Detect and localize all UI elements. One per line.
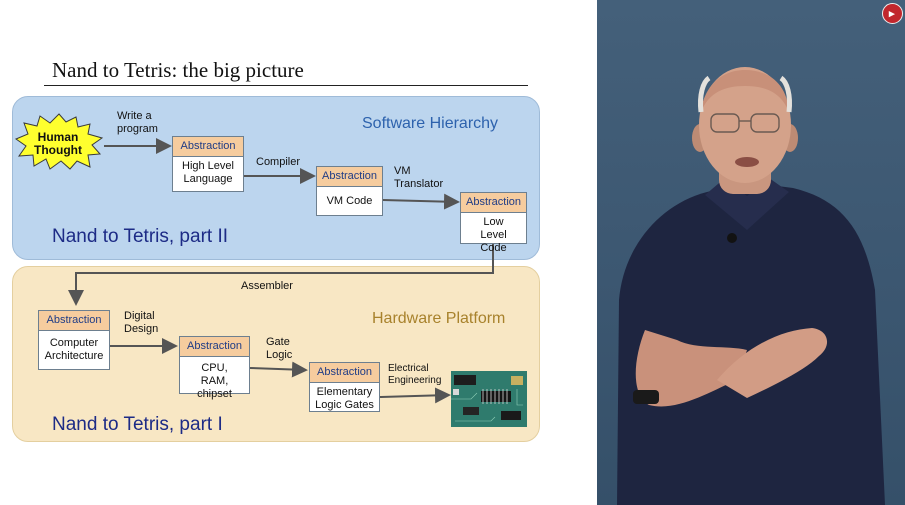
channel-logo-icon[interactable]: ▸ <box>882 3 903 24</box>
arrow-assembler <box>68 244 494 306</box>
vm-code-label: VM Code <box>326 195 373 207</box>
arrow-gate-logic <box>249 361 308 378</box>
high-level-language-label: High Level Language <box>182 160 234 185</box>
presenter-video: ▸ <box>597 0 905 505</box>
title-underline <box>44 85 528 86</box>
arrow-vm-translator <box>382 193 460 210</box>
abstraction-header: Abstraction <box>180 337 249 357</box>
low-level-code-label: Low Level Code <box>480 216 507 254</box>
write-program-label: Write a program <box>117 110 158 135</box>
abstraction-header: Abstraction <box>461 193 526 213</box>
digital-design-label: Digital Design <box>124 310 159 335</box>
box-computer-architecture: Abstraction Computer Architecture <box>38 310 110 370</box>
flow-arrows <box>68 138 494 404</box>
abstraction-header: Abstraction <box>39 311 109 331</box>
part-one-label: Nand to Tetris, part I <box>52 414 223 435</box>
part-two-label: Nand to Tetris, part II <box>52 226 229 247</box>
vm-translator-label: VM Translator <box>394 165 444 190</box>
computer-architecture-label: Computer Architecture <box>44 337 104 362</box>
compiler-label: Compiler <box>256 156 301 168</box>
box-elementary-logic-gates: Abstraction Elementary Logic Gates <box>309 362 380 412</box>
cpu-ram-chipset-label: CPU, RAM, chipset <box>197 362 232 400</box>
box-vm-code: Abstraction VM Code <box>316 166 383 216</box>
human-thought-label: Human Thought <box>34 130 82 157</box>
hardware-platform-title: Hardware Platform <box>372 310 506 327</box>
abstraction-header: Abstraction <box>317 167 382 187</box>
arrow-electrical <box>379 387 451 404</box>
electrical-engineering-label: Electrical Engineering <box>388 363 442 386</box>
abstraction-header: Abstraction <box>310 363 379 383</box>
abstraction-header: Abstraction <box>173 137 243 157</box>
assembler-label: Assembler <box>241 280 293 292</box>
box-cpu-ram-chipset: Abstraction CPU, RAM, chipset <box>179 336 250 400</box>
software-panel <box>12 96 540 260</box>
lecture-slide: Nand to Tetris: the big picture Software… <box>12 58 540 442</box>
chip-circuit-image <box>451 371 527 427</box>
gate-logic-label: Gate Logic <box>266 336 293 361</box>
software-hierarchy-title: Software Hierarchy <box>362 115 499 132</box>
slide-title: Nand to Tetris: the big picture <box>52 58 304 82</box>
box-high-level-language: Abstraction High Level Language <box>172 136 244 192</box>
human-thought-burst <box>14 113 104 170</box>
presenter-figure <box>617 67 885 505</box>
box-low-level-code: Abstraction Low Level Code <box>460 192 527 254</box>
elementary-logic-gates-label: Elementary Logic Gates <box>315 386 374 411</box>
